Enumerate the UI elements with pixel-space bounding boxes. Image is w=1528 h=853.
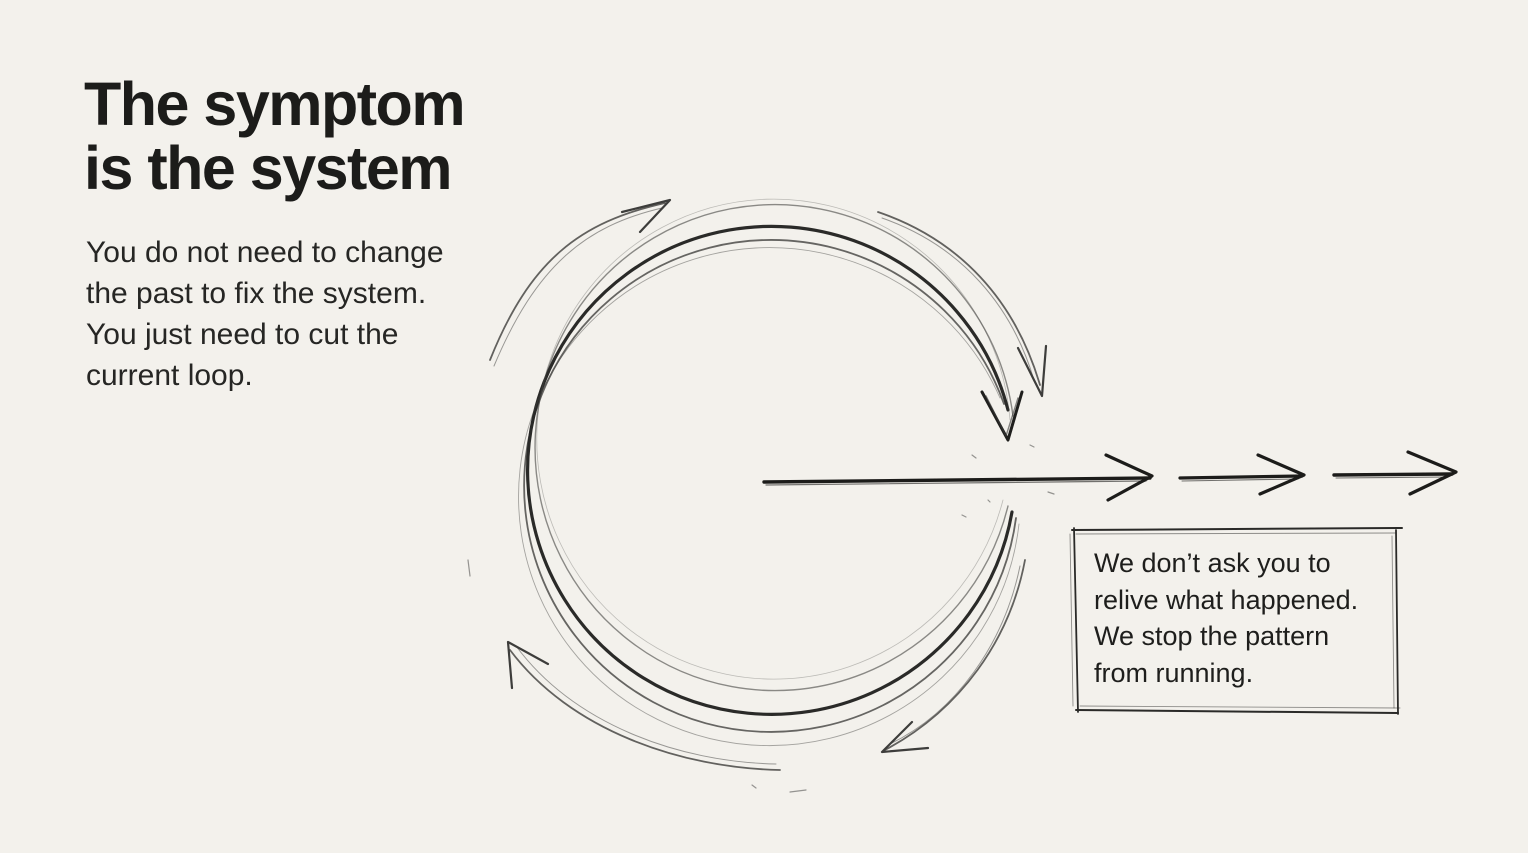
- intro-paragraph: You do not need to change the past to fi…: [86, 232, 444, 396]
- callout-line-2: relive what happened.: [1094, 584, 1359, 615]
- callout-text: We don’t ask you to relive what happened…: [1094, 545, 1358, 691]
- slide-title: The symptom is the system: [84, 70, 466, 202]
- cycle-arrow-top: [489, 198, 672, 367]
- intro-line-3: You just need to cut the: [86, 318, 399, 351]
- callout-line-3: We stop the pattern: [1094, 621, 1330, 651]
- loop-circle: [518, 198, 1020, 747]
- sketch-marks: [467, 444, 1055, 793]
- cycle-arrow-bottom-left: [506, 640, 781, 771]
- cut-line-arrows: [762, 450, 1458, 502]
- callout-line-4: from running.: [1094, 657, 1254, 688]
- title-line-2: is the system: [84, 134, 453, 202]
- callout-line-1: We don’t ask you to: [1094, 548, 1331, 578]
- cycle-arrow-bottom-right: [880, 559, 1026, 754]
- cycle-arrow-right: [877, 211, 1048, 398]
- intro-line-1: You do not need to change: [86, 236, 444, 269]
- intro-line-2: the past to fix the system.: [86, 277, 427, 310]
- loop-arrowhead: [980, 390, 1024, 442]
- title-line-1: The symptom: [84, 70, 466, 138]
- intro-line-4: current loop.: [86, 359, 253, 392]
- callout-box: [1069, 527, 1403, 715]
